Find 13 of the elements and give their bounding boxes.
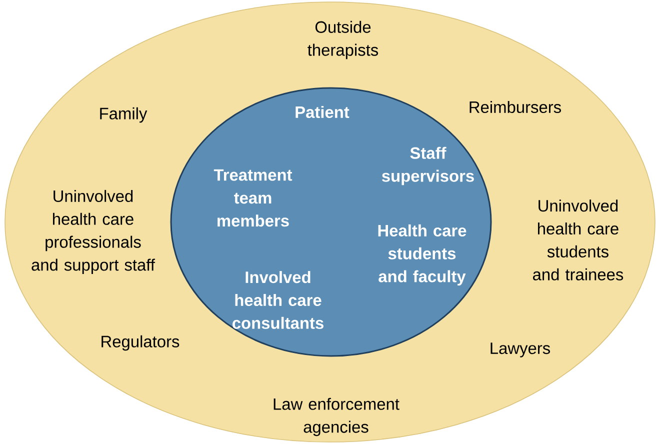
- group-label: Law enforcement agencies: [274, 398, 400, 436]
- group-label: Family: [100, 107, 148, 123]
- group-label: Involved health care consultants: [232, 271, 324, 329]
- group-label: Reimbursers: [470, 100, 561, 114]
- group-label: Health care students and faculty: [378, 224, 466, 286]
- group-label: Uninvolved health care students and trainees: [533, 200, 624, 280]
- group-label: Treatment team members: [214, 169, 292, 227]
- group-label: Lawyers: [490, 342, 550, 358]
- group-label: Uninvolved health care professionals and support staff: [32, 190, 156, 274]
- group-label: Outside therapists: [308, 20, 378, 60]
- group-label: Patient: [296, 106, 350, 118]
- group-label: Staff supervisors: [382, 146, 474, 186]
- group-label: Regulators: [102, 335, 180, 351]
